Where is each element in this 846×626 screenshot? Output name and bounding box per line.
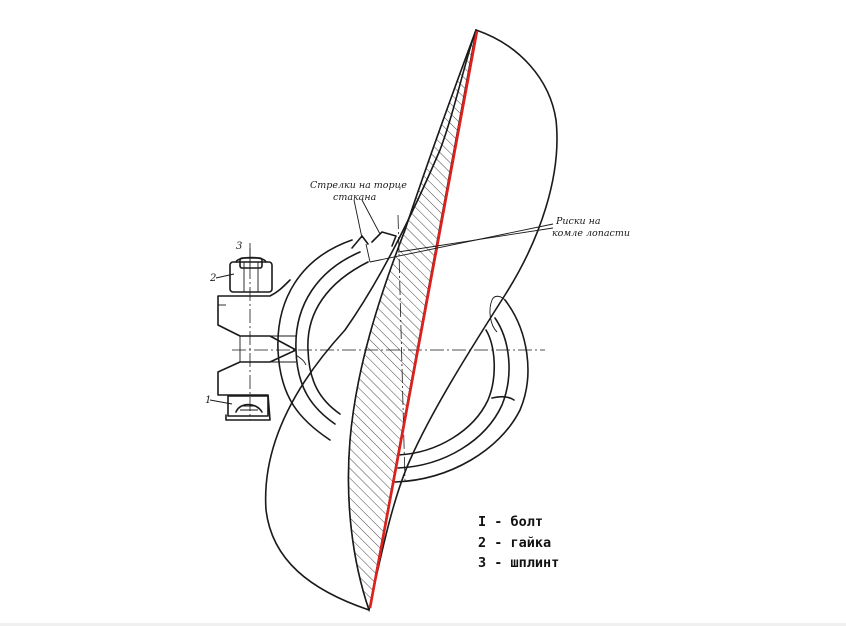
leader-lines [209, 199, 554, 405]
part-number-2: 2 [209, 273, 216, 284]
callout-marks-line2: комле лопасти [552, 228, 630, 239]
part-number-1: 1 [205, 395, 211, 406]
legend-item-nut: 2 - гайка [478, 534, 552, 551]
nut [229, 256, 273, 293]
cotter-pin [246, 248, 254, 269]
callout-marks-line1: Риски на [555, 216, 601, 227]
parts-legend: I - болт 2 - гайка 3 - шплинт [478, 512, 559, 574]
sleeve-arrows [351, 231, 397, 249]
callout-arrows-line2: стакана [333, 192, 377, 203]
blade-section-hatch [347, 29, 477, 613]
bolt-head [227, 395, 269, 417]
legend-item-bolt: I - болт [478, 514, 544, 530]
blade [264, 29, 558, 613]
callout-arrows-line1: Стрелки на торце [310, 180, 407, 191]
part-number-3: 3 [236, 241, 242, 252]
legend-item-cotter-pin: 3 - шплинт [478, 555, 560, 571]
clamp-bracket [217, 279, 297, 421]
page-bottom-rule [0, 623, 846, 626]
blade-red-edge [368, 30, 479, 609]
